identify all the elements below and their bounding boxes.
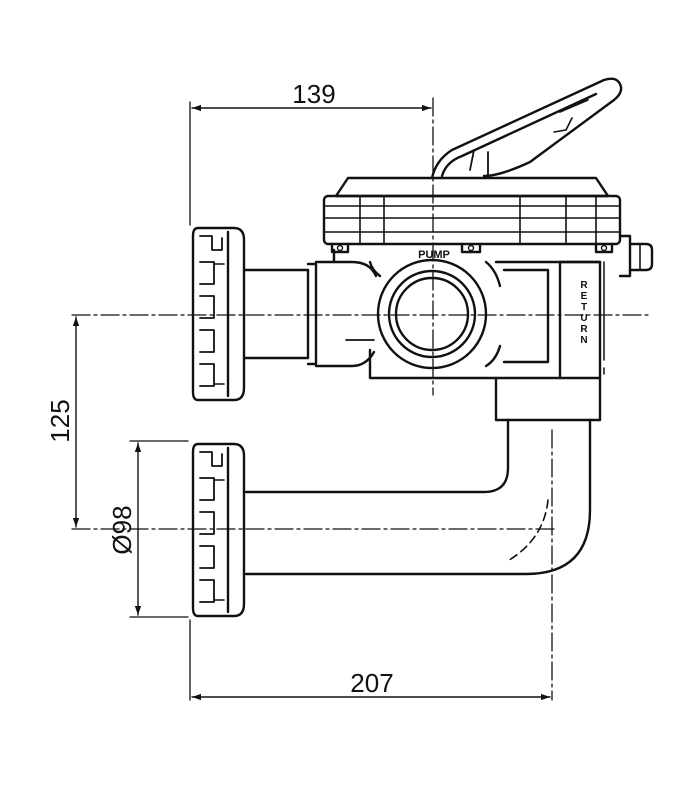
return-letter: R (580, 280, 588, 291)
dim-label-bottom-width: 207 (350, 668, 393, 698)
dim-label-vertical-offset: 125 (45, 399, 75, 442)
pump-label: PUMP (418, 249, 450, 261)
centerlines (71, 97, 649, 701)
valve-body (314, 248, 605, 422)
valve-handle (430, 77, 623, 180)
lower-union-connector (191, 442, 246, 618)
return-label: R E T U R N (580, 280, 588, 346)
upper-union-connector (191, 226, 246, 402)
return-letter: T (581, 302, 587, 313)
return-letter: U (580, 313, 587, 324)
pump-port (376, 258, 488, 370)
dimension-lines (72, 104, 551, 701)
valve-lid (322, 176, 622, 254)
side-fitting (618, 234, 654, 278)
dim-label-top-width: 139 (292, 79, 335, 109)
return-letter: R (580, 324, 588, 335)
extension-lines (129, 101, 191, 701)
upper-pipe-stub (242, 262, 318, 366)
return-letter: N (580, 335, 587, 346)
dim-label-pipe-diameter: Ø98 (107, 505, 137, 554)
elbow-pipe (244, 418, 592, 576)
return-letter: E (581, 291, 588, 302)
